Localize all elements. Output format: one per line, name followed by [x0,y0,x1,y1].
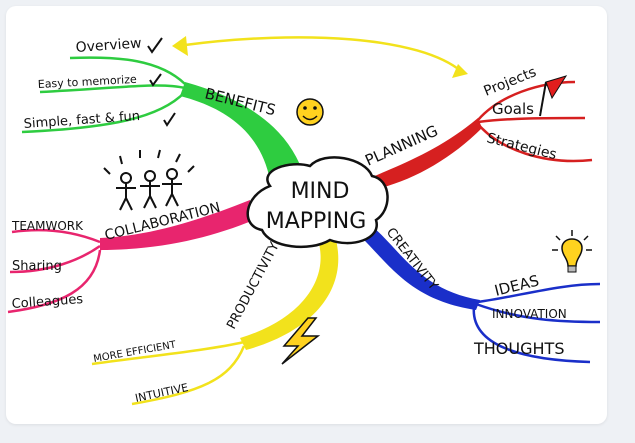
benefits-branch [180,82,305,180]
planning-subline-1 [477,80,576,121]
benefits-subline-2 [39,84,186,94]
creativity-branch [360,226,480,310]
creativity-item: INNOVATION [492,307,567,321]
mind-map-canvas: MIND MAPPING BENEFITS PLANNING COLLABORA… [6,6,607,424]
creativity-subline-2 [475,302,601,324]
checkmark-icon [149,73,162,87]
planning-item: Strategies [485,130,558,163]
benefits-item: Overview [75,35,142,56]
productivity-subline-2 [131,345,246,406]
collaboration-subline-2 [9,244,101,274]
benefits-item: Easy to memorize [37,73,137,91]
center-node [246,156,389,249]
productivity-branch [240,240,339,350]
productivity-item: INTUITIVE [134,381,189,405]
planning-subline-3 [477,123,593,163]
benefits-subline-1 [69,56,186,85]
checkmark-icon [163,112,176,127]
planning-branch [370,118,482,190]
collaboration-subline-1 [11,228,101,244]
collaboration-branch [100,200,254,250]
arrowhead-icon [452,64,468,78]
mind-map-diagram: MIND MAPPING BENEFITS PLANNING COLLABORA… [7,35,601,406]
collaboration-item: TEAMWORK [11,219,84,233]
center-title-line1: MIND [291,179,350,204]
center-title-line2: MAPPING [266,209,367,234]
creativity-subline-1 [477,282,601,304]
smiley-icon [296,98,324,126]
stick-figures-icon [103,149,195,211]
benefits-subline-3 [21,91,186,134]
collaboration-item: Colleagues [11,292,84,312]
planning-subline-2 [477,116,586,124]
productivity-subline-1 [91,340,245,366]
creativity-subline-3 [472,305,591,364]
lightbulb-icon [552,230,592,273]
arrowhead-icon [172,36,188,56]
productivity-label: PRODUCTIVITY [224,240,282,332]
planning-item: Goals [492,100,534,118]
flag-icon [539,75,568,117]
productivity-item: MORE EFFICIENT [93,339,178,364]
lightning-bolt-icon [281,317,321,365]
collaboration-item: Sharing [12,259,62,274]
feedback-arc [184,36,463,73]
planning-item: Projects [482,64,539,100]
creativity-item: THOUGHTS [473,339,564,358]
checkmark-icon [147,37,163,54]
collaboration-subline-3 [7,249,102,314]
